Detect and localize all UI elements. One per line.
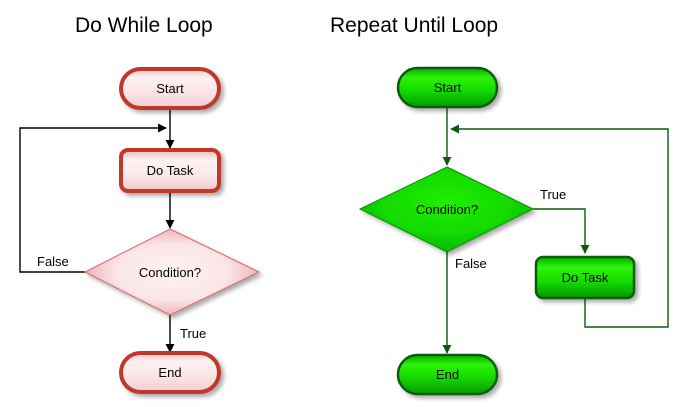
diagram-repeat-until-loop xyxy=(358,66,669,396)
start-terminator-shape xyxy=(119,67,221,110)
edge-label-false-right: False xyxy=(455,256,487,271)
end-terminator-shape xyxy=(119,351,221,394)
node-start-right[interactable] xyxy=(396,66,499,109)
page-title-do-while-loop: Do While Loop xyxy=(75,14,213,37)
node-condition-left[interactable] xyxy=(83,228,261,316)
node-condition-right[interactable] xyxy=(358,166,535,253)
node-end-left[interactable] xyxy=(119,351,221,394)
condition-decision-shape xyxy=(83,228,261,316)
node-end-right[interactable] xyxy=(396,353,499,396)
edge-do-task-loopback-to-condition xyxy=(450,124,669,328)
edge-label-true-left: True xyxy=(180,326,207,341)
edge-label-true-right: True xyxy=(540,187,567,202)
condition-decision-shape xyxy=(358,166,535,253)
edge-condition-true-to-do-task xyxy=(533,208,590,254)
edge-condition-false-loopback xyxy=(19,123,167,273)
page-title-repeat-until-loop: Repeat Until Loop xyxy=(330,14,499,37)
edge-label-false-left: False xyxy=(37,254,69,269)
do-task-process-shape xyxy=(119,148,221,193)
do-task-process-shape xyxy=(534,255,636,300)
node-do-task-right[interactable] xyxy=(534,255,636,300)
node-start-left[interactable] xyxy=(119,67,221,110)
node-do-task-left[interactable] xyxy=(119,148,221,193)
start-terminator-shape xyxy=(396,66,499,109)
diagram-do-while-loop xyxy=(19,67,261,394)
end-terminator-shape xyxy=(396,353,499,396)
edge-group-left xyxy=(19,108,175,353)
edge-group-right xyxy=(442,107,669,354)
